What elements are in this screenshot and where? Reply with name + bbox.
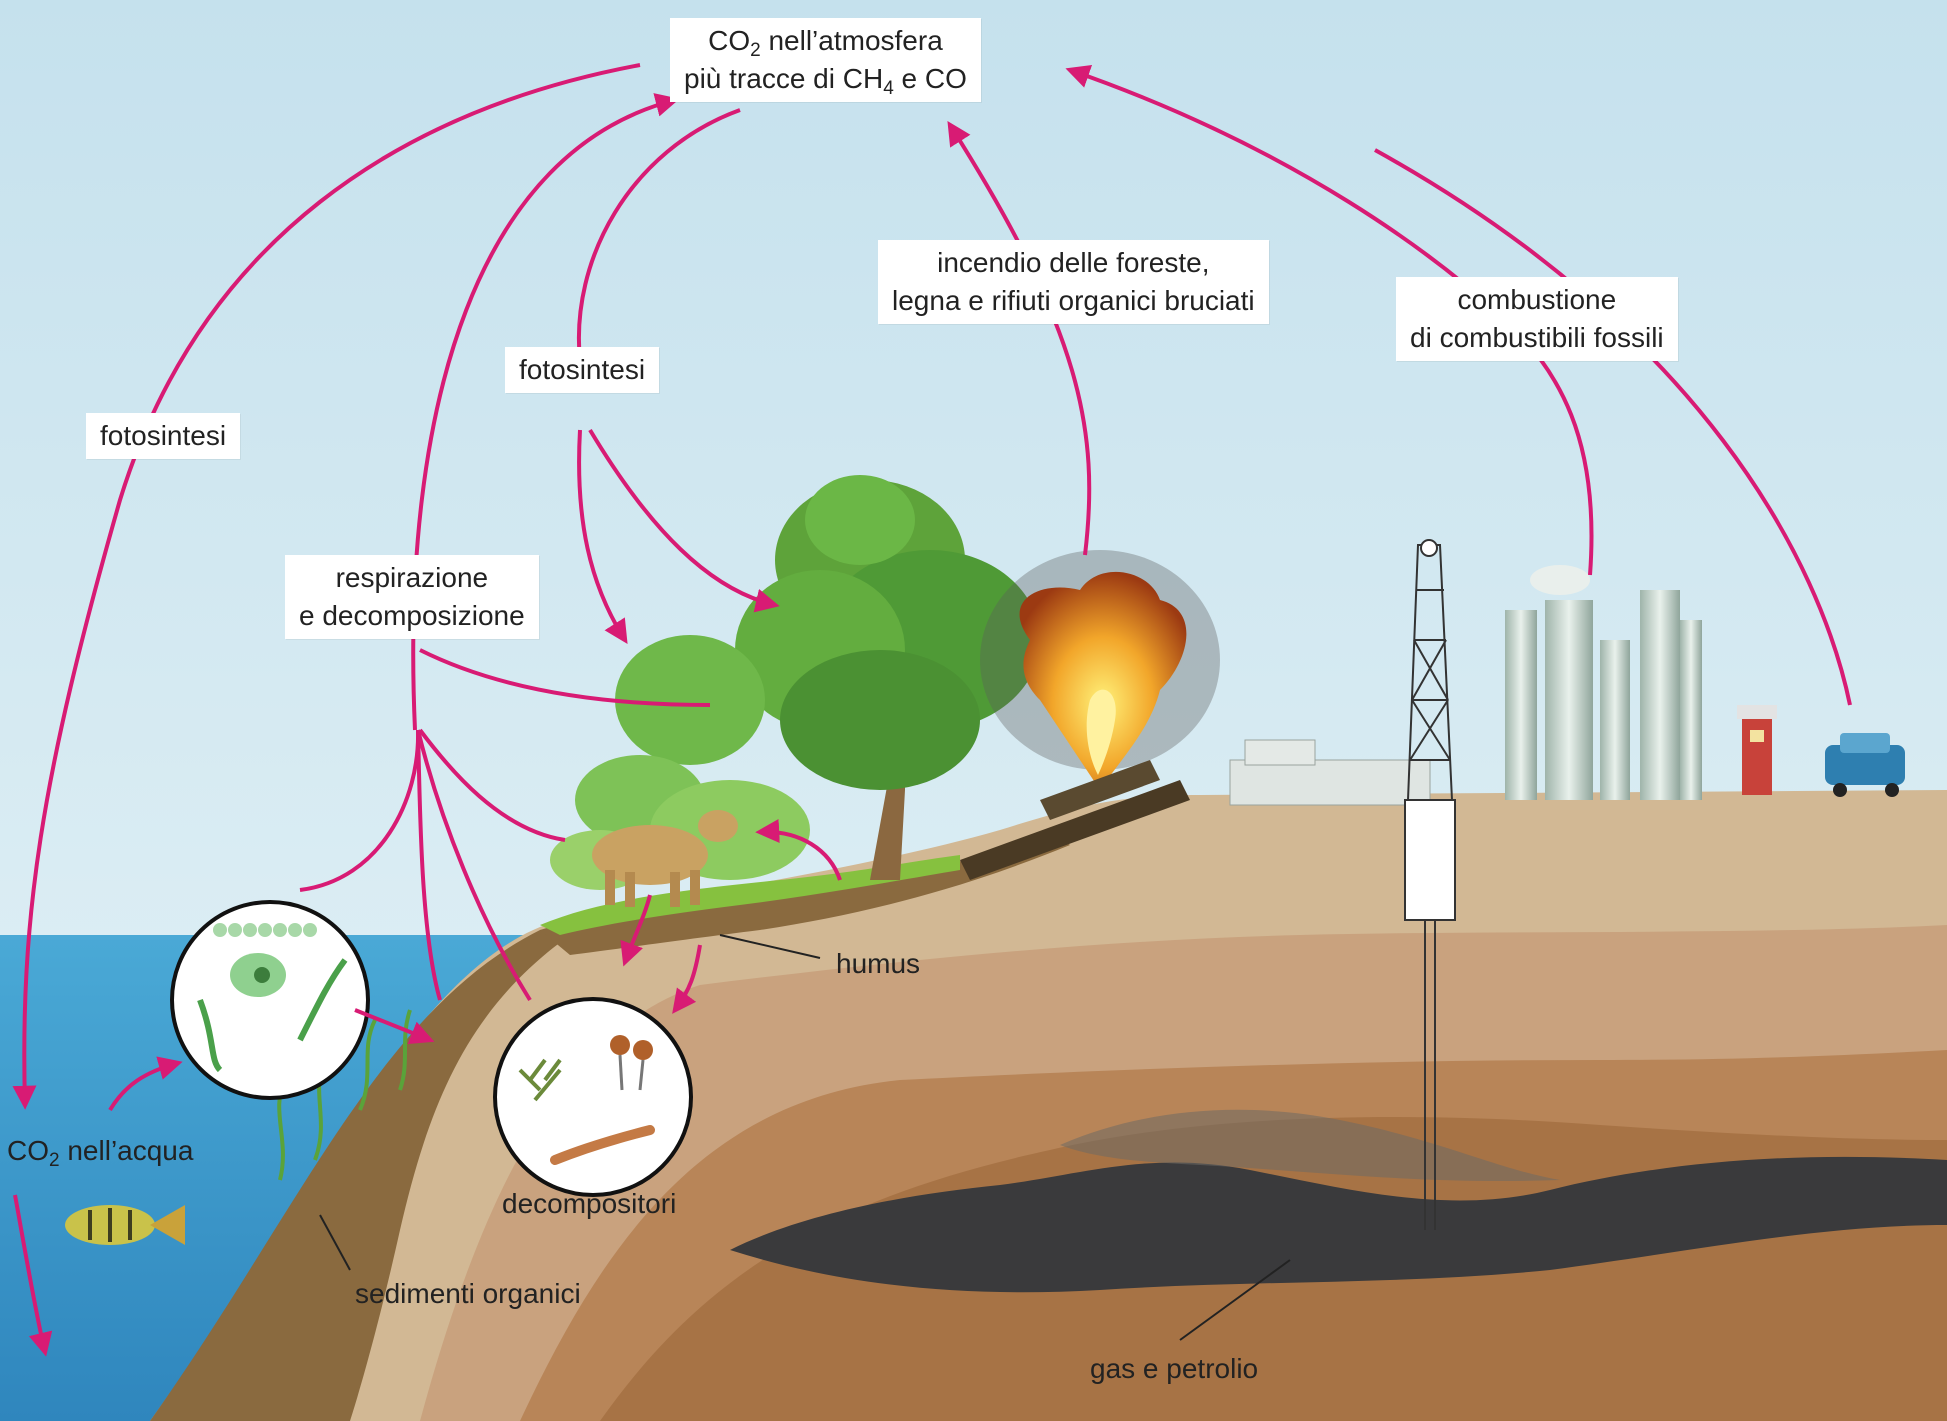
sediments-label: sedimenti organici [355,1278,581,1309]
car-icon [1825,733,1905,797]
arrow-water-bottom [13,1194,53,1357]
bush-icon [550,635,810,890]
atmosphere-label: CO2 nell’atmosfera più tracce di CH4 e C… [670,18,981,102]
fire-label: incendio delle foreste, legna e rifiuti … [878,240,1269,324]
photosynthesis-left-label: fotosintesi [86,413,241,459]
photosynthesis-center-label: fotosintesi [505,347,660,393]
arrow-humus-to-decomposers-1 [620,894,652,967]
arrow-atmosphere-to-water [12,63,641,1110]
arrow-bush-to-cow [755,819,842,881]
oil-deposit [730,1156,1947,1293]
humus-label: humus [836,948,921,979]
arrow-decomposer-branch [416,729,532,1002]
sediment-band [150,925,585,1421]
oil-derrick-icon [1404,539,1456,1230]
decomposers-label: decompositori [502,1188,677,1219]
arrow-tree-to-respiration [419,648,711,707]
label-pointers [319,934,1291,1341]
refinery-icon [1229,565,1702,806]
respiration-label: respirazione e decomposizione [285,555,539,639]
cycle-arrows [12,63,1852,1357]
arrow-car-branch [1374,148,1852,706]
arrow-sediment-branch [416,729,442,1001]
fuel-pump-icon [1737,705,1777,795]
fungi-icon [493,997,693,1197]
gas-oil-label: gas e petrolio [1090,1353,1259,1384]
arrow-humus-to-decomposers-2 [672,944,702,1014]
cow-icon [592,810,738,907]
fish-icon [65,1205,185,1245]
arrow-water-to-micro [108,1056,183,1112]
microorganisms-icon [170,900,370,1100]
fire-icon [960,550,1220,880]
arrow-photosynthesis-to-bush [577,429,628,645]
water-co2-label: CO2 nell’acqua [7,1135,194,1171]
arrow-photosynthesis-center [576,108,741,361]
arrow-fire-to-atmosphere [947,120,1092,556]
arrow-micro-to-sediment [354,1008,435,1045]
arrow-photosynthesis-to-tree [588,428,780,613]
combustion-label: combustione di combustibili fossili [1396,277,1678,361]
arrow-cow-branch [418,728,566,842]
